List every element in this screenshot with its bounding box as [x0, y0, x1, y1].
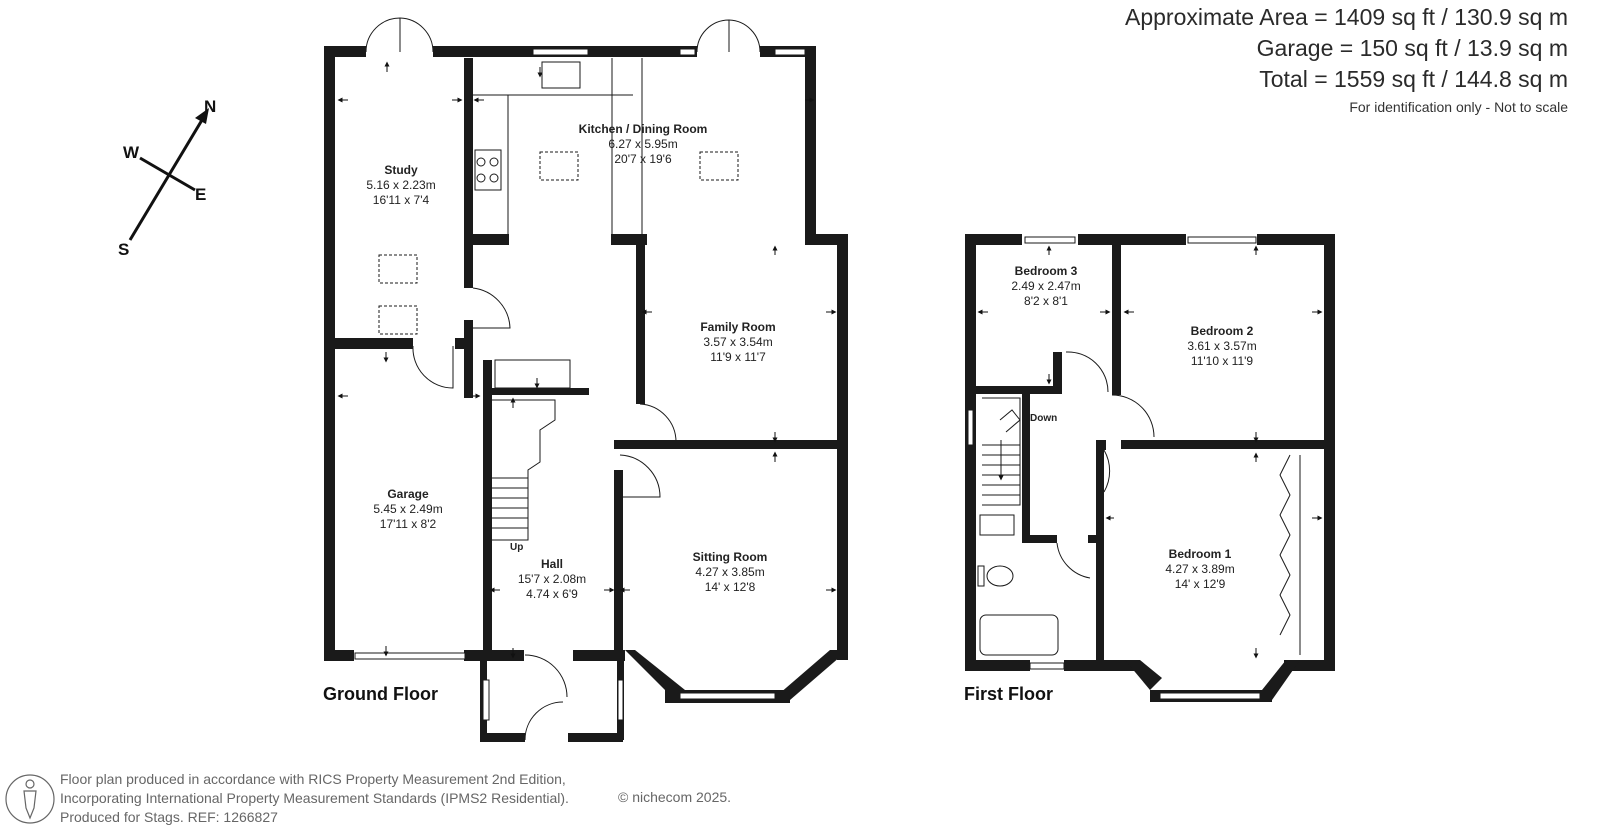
footer: Floor plan produced in accordance with R…	[60, 770, 569, 827]
footer-line-3: Produced for Stags. REF: 1266827	[60, 809, 278, 825]
ground-floor-doors	[365, 17, 761, 741]
stairs-down-label: Down	[1030, 413, 1057, 424]
garage-area-text: Garage = 150 sq ft / 13.9 sq m	[1256, 35, 1568, 61]
room-study-name: Study	[384, 163, 418, 177]
room-hall-name: Hall	[541, 557, 563, 571]
first-floor-windows	[967, 236, 1261, 700]
room-bedroom2-metric: 3.61 x 3.57m	[1187, 339, 1256, 353]
room-bedroom3: Bedroom 3 2.49 x 2.47m 8'2 x 8'1	[1011, 264, 1080, 308]
room-sitting-imperial: 14' x 12'8	[705, 580, 756, 594]
room-family-metric: 3.57 x 3.54m	[703, 335, 772, 349]
room-sitting-name: Sitting Room	[693, 550, 768, 564]
first-floor-arrows	[977, 245, 1323, 659]
approx-area-text: Approximate Area = 1409 sq ft / 130.9 sq…	[1124, 4, 1568, 30]
room-kitchen: Kitchen / Dining Room 6.27 x 5.95m 20'7 …	[579, 122, 708, 166]
ground-floor-walls	[324, 46, 848, 742]
person-icon	[5, 774, 55, 824]
room-family: Family Room 3.57 x 3.54m 11'9 x 11'7	[700, 320, 775, 364]
compass-west: W	[123, 143, 140, 162]
room-bedroom2-imperial: 11'10 x 11'9	[1191, 354, 1254, 368]
area-summary: Approximate Area = 1409 sq ft / 130.9 sq…	[1125, 2, 1568, 115]
ground-floor-windows	[354, 48, 806, 721]
room-bedroom1-metric: 4.27 x 3.89m	[1165, 562, 1234, 576]
total-area-text: Total = 1559 sq ft / 144.8 sq m	[1259, 66, 1568, 92]
room-hall-metric: 15'7 x 2.08m	[518, 572, 586, 586]
room-sitting-metric: 4.27 x 3.85m	[695, 565, 764, 579]
footer-line-2: Incorporating International Property Mea…	[60, 790, 569, 806]
ground-floor-arrows	[337, 61, 837, 659]
room-bedroom1-name: Bedroom 1	[1169, 547, 1232, 561]
compass-north: N	[204, 97, 216, 116]
room-study-metric: 5.16 x 2.23m	[366, 178, 435, 192]
compass-south: S	[118, 240, 129, 259]
kitchen-fittings	[378, 58, 739, 335]
stairs-up-label: Up	[510, 542, 523, 553]
room-study-imperial: 16'11 x 7'4	[373, 193, 430, 207]
room-family-imperial: 11'9 x 11'7	[710, 350, 766, 364]
room-garage-metric: 5.45 x 2.49m	[373, 502, 442, 516]
room-hall-imperial: 4.74 x 6'9	[526, 587, 578, 601]
compass-east: E	[195, 185, 206, 204]
room-kitchen-name: Kitchen / Dining Room	[579, 122, 708, 136]
room-kitchen-metric: 6.27 x 5.95m	[608, 137, 677, 151]
room-sitting: Sitting Room 4.27 x 3.85m 14' x 12'8	[693, 550, 768, 594]
room-bedroom3-imperial: 8'2 x 8'1	[1024, 294, 1068, 308]
first-floor-fittings	[977, 351, 1301, 656]
compass: N E S W	[118, 97, 216, 259]
room-garage: Garage 5.45 x 2.49m 17'11 x 8'2	[373, 487, 442, 531]
ground-floor-label: Ground Floor	[323, 684, 438, 704]
room-bedroom2: Bedroom 2 3.61 x 3.57m 11'10 x 11'9	[1187, 324, 1256, 368]
room-bedroom1-imperial: 14' x 12'9	[1175, 577, 1226, 591]
room-bedroom1: Bedroom 1 4.27 x 3.89m 14' x 12'9	[1165, 547, 1234, 591]
room-bedroom3-metric: 2.49 x 2.47m	[1011, 279, 1080, 293]
room-garage-name: Garage	[387, 487, 429, 501]
room-garage-imperial: 17'11 x 8'2	[380, 517, 437, 531]
room-hall: Hall 15'7 x 2.08m 4.74 x 6'9	[518, 557, 586, 601]
room-bedroom2-name: Bedroom 2	[1191, 324, 1254, 338]
ground-floor-stairs	[492, 359, 571, 541]
room-bedroom3-name: Bedroom 3	[1015, 264, 1078, 278]
room-study: Study 5.16 x 2.23m 16'11 x 7'4	[366, 163, 435, 207]
room-family-name: Family Room	[700, 320, 775, 334]
disclaimer-text: For identification only - Not to scale	[1349, 99, 1568, 115]
room-kitchen-imperial: 20'7 x 19'6	[614, 152, 672, 166]
footer-line-1: Floor plan produced in accordance with R…	[60, 771, 566, 787]
first-floor-label: First Floor	[964, 684, 1053, 704]
first-floor-walls	[965, 234, 1335, 702]
copyright-text: © nichecom 2025.	[618, 789, 732, 805]
